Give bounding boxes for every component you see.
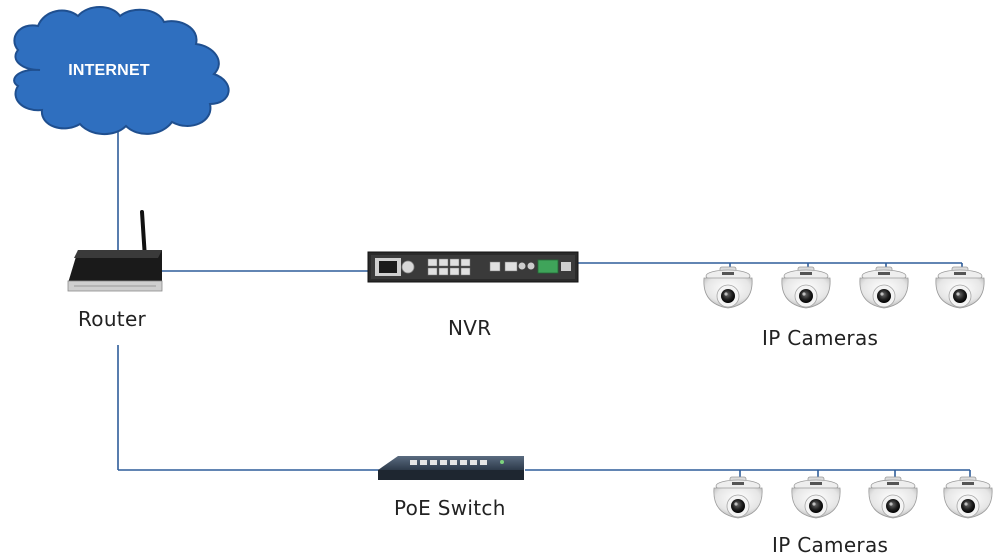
ip-cameras-bottom-label: IP Cameras bbox=[772, 533, 889, 557]
dome-camera-icon bbox=[703, 266, 753, 309]
nvr-label: NVR bbox=[448, 316, 492, 340]
dome-camera-icon bbox=[943, 476, 993, 519]
router-icon bbox=[67, 210, 163, 292]
ip-cameras-top bbox=[703, 266, 985, 309]
cloud-icon bbox=[13, 6, 230, 135]
connection-lines bbox=[117, 128, 971, 480]
internet-label: INTERNET bbox=[68, 62, 150, 79]
nvr-icon bbox=[367, 251, 579, 283]
dome-camera-icon bbox=[868, 476, 918, 519]
poe-switch-label: PoE Switch bbox=[394, 496, 506, 520]
ip-cameras-bottom bbox=[713, 476, 993, 519]
ip-cameras-top-label: IP Cameras bbox=[762, 326, 879, 350]
dome-camera-icon bbox=[935, 266, 985, 309]
dome-camera-icon bbox=[859, 266, 909, 309]
dome-camera-icon bbox=[791, 476, 841, 519]
router-label: Router bbox=[78, 307, 147, 331]
poe-switch-icon bbox=[378, 456, 524, 480]
dome-camera-icon bbox=[781, 266, 831, 309]
dome-camera-icon bbox=[713, 476, 763, 519]
